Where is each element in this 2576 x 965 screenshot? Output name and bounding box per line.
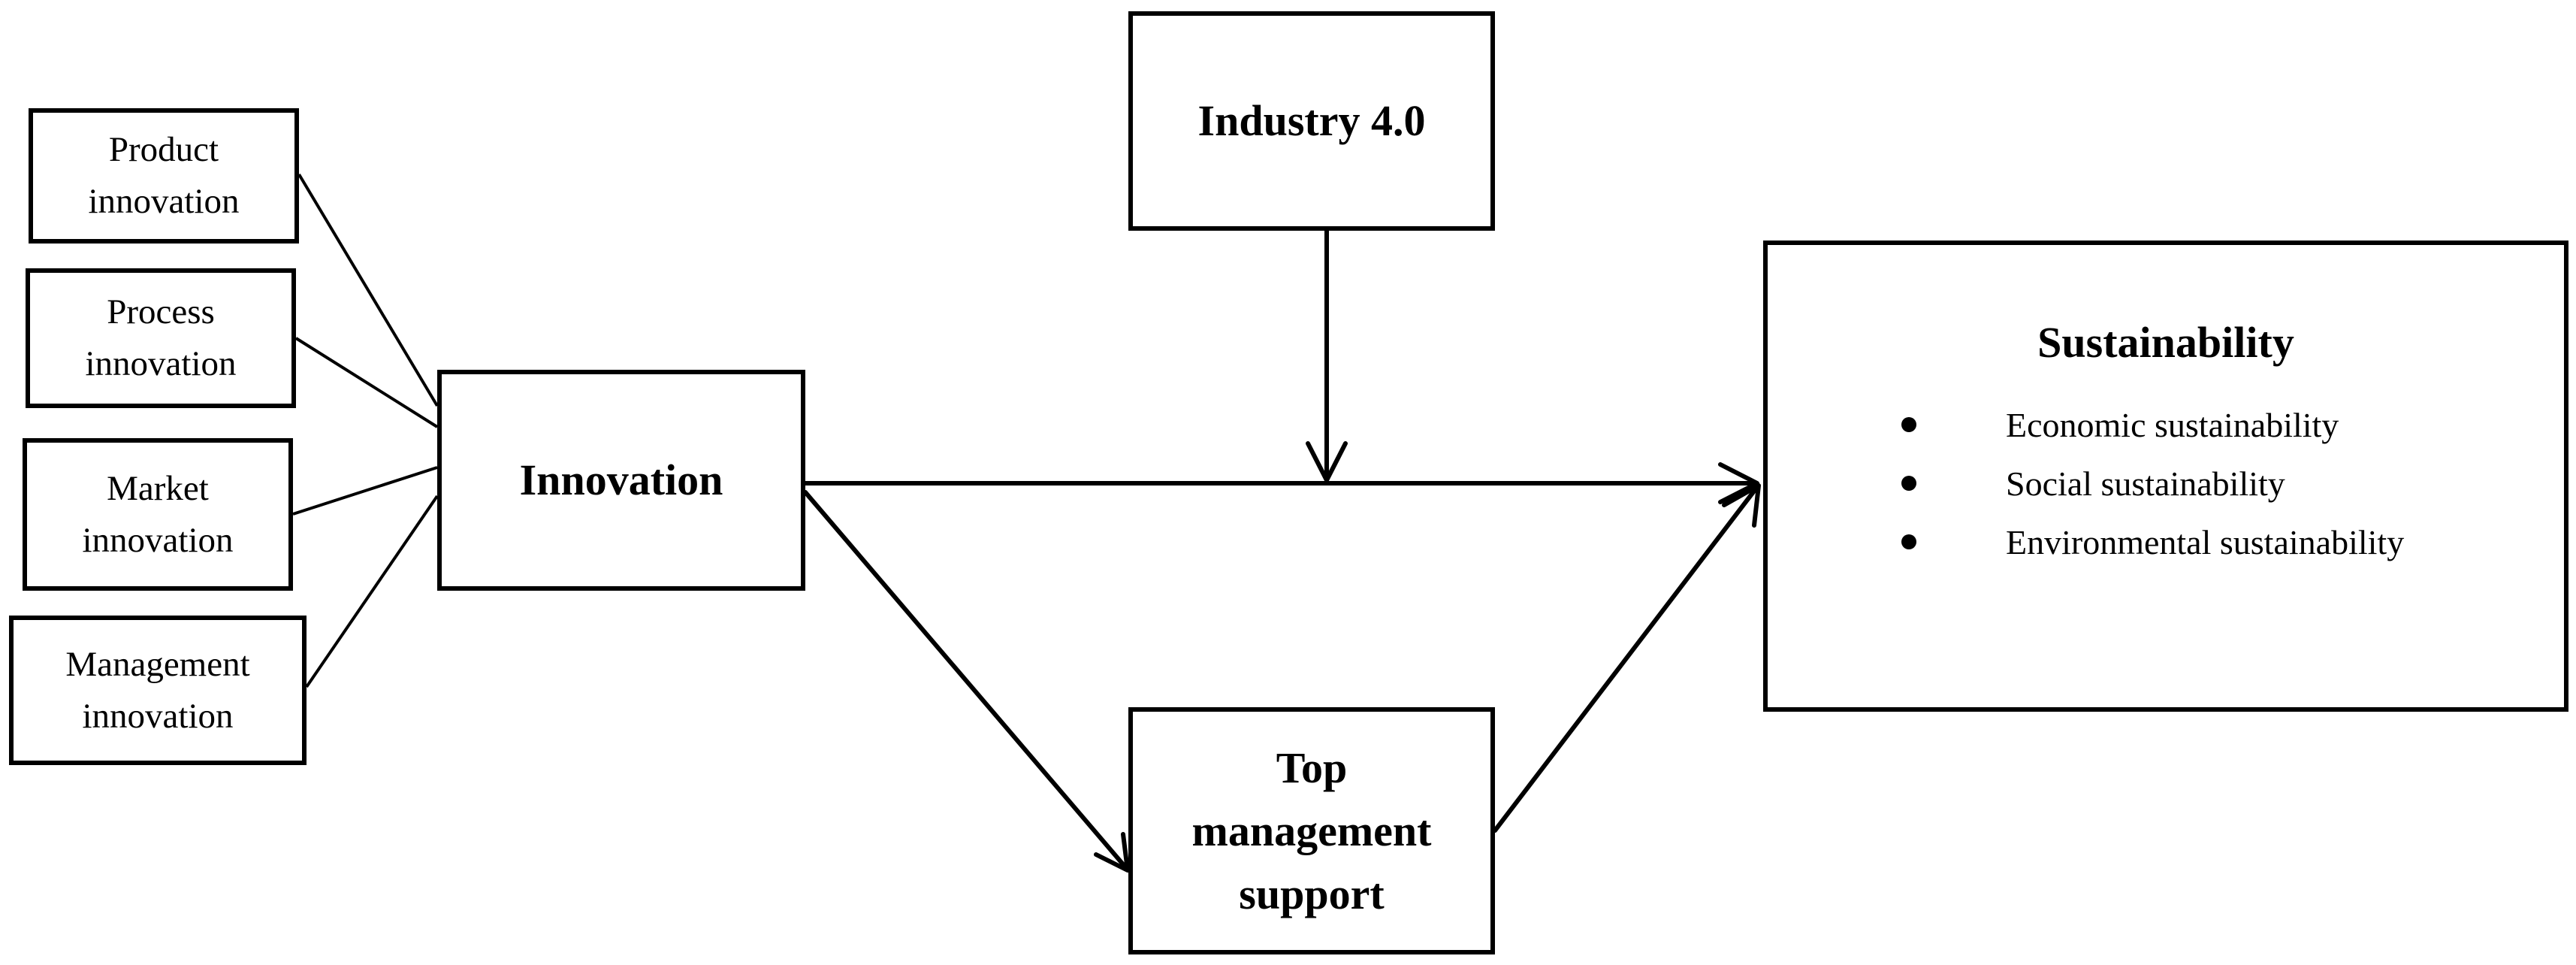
list-item: Economic sustainability — [1768, 395, 2564, 454]
connector-process-to-innovation — [294, 337, 439, 428]
arrowhead-sustainability-mediated — [1722, 483, 1761, 528]
arrowhead-top-management — [1094, 832, 1130, 873]
market-innovation-box: Market innovation — [23, 438, 293, 591]
process-innovation-line-2: innovation — [85, 344, 237, 383]
market-innovation-line-1: Market — [107, 468, 209, 508]
industry-box: Industry 4.0 — [1128, 11, 1495, 231]
bullet-icon — [1901, 417, 1916, 432]
product-innovation-line-2: innovation — [88, 182, 240, 221]
product-innovation-box: Product innovation — [29, 108, 299, 244]
connector-market-to-innovation — [292, 466, 438, 516]
arrowhead-sustainability-direct — [1718, 462, 1759, 504]
sustainability-box: Sustainability Economic sustainability S… — [1763, 240, 2568, 712]
arrow-top-management-to-sustainability — [1493, 485, 1759, 833]
process-innovation-box: Process innovation — [26, 268, 296, 408]
arrow-innovation-to-top-management — [803, 490, 1129, 871]
management-innovation-line-1: Management — [65, 644, 250, 684]
top-management-line-2: management — [1191, 806, 1432, 855]
innovation-box: Innovation — [437, 370, 805, 591]
process-innovation-line-1: Process — [107, 292, 215, 331]
sustainability-title: Sustainability — [2037, 318, 2294, 367]
management-innovation-box: Management innovation — [9, 616, 307, 765]
connector-product-to-innovation — [297, 173, 439, 407]
product-innovation-line-1: Product — [108, 130, 219, 169]
list-item: Environmental sustainability — [1768, 513, 2564, 571]
management-innovation-line-2: innovation — [82, 696, 234, 736]
sustainability-item-economic: Economic sustainability — [2006, 405, 2339, 444]
top-management-support-box: Top management support — [1128, 707, 1495, 954]
industry-label: Industry 4.0 — [1197, 96, 1426, 145]
bullet-icon — [1901, 534, 1916, 549]
bullet-icon — [1901, 476, 1916, 491]
top-management-line-1: Top — [1276, 743, 1348, 792]
sustainability-list: Economic sustainability Social sustainab… — [1768, 395, 2564, 571]
sustainability-item-social: Social sustainability — [2006, 464, 2285, 503]
innovation-label: Innovation — [519, 455, 723, 504]
top-management-line-3: support — [1239, 869, 1385, 918]
sustainability-item-environmental: Environmental sustainability — [2006, 522, 2405, 561]
connector-management-to-innovation — [305, 495, 439, 688]
arrowhead-industry-moderation — [1306, 441, 1348, 482]
market-innovation-line-2: innovation — [82, 520, 234, 560]
list-item: Social sustainability — [1768, 454, 2564, 513]
